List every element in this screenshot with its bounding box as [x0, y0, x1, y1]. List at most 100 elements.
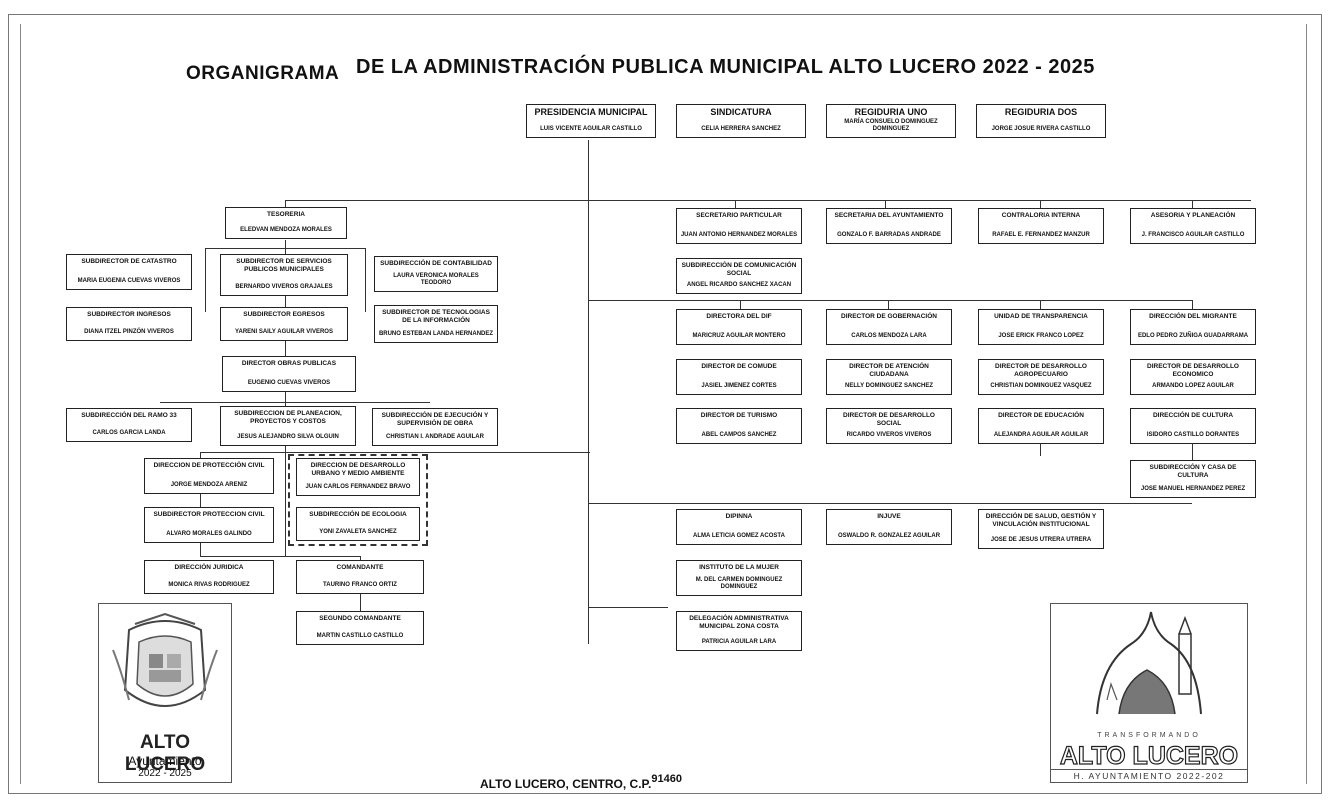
box-turismo: DIRECTOR DE TURISMO ABEL CAMPOS SANCHEZ: [676, 408, 802, 444]
box-name: MARÍA CONSUELO DOMINGUEZ DOMINGUEZ: [844, 119, 938, 132]
box-name: MARTIN CASTILLO CASTILLO: [316, 633, 404, 639]
box-name: ALVARO MORALES GALINDO: [166, 531, 252, 537]
box-head: DIRECTOR DE TURISMO: [700, 412, 778, 419]
box-head: SECRETARIO PARTICULAR: [696, 212, 782, 219]
box-regiduria-dos: REGIDURIA DOS JORGE JOSUE RIVERA CASTILL…: [976, 104, 1106, 138]
box-name: NELLY DOMINGUEZ SANCHEZ: [844, 383, 933, 389]
box-head: DIRECTOR DE ATENCIÓN CIUDADANA: [849, 363, 929, 378]
box-head: DIRECTOR DE GOBERNACIÓN: [841, 313, 937, 320]
box-head: DIRECTOR DE DESARROLLO ECONOMICO: [1147, 363, 1239, 378]
box-head: DIRECTOR DE DESARROLLO SOCIAL: [843, 412, 935, 427]
box-name: ALEJANDRA AGUILAR AGUILAR: [993, 432, 1089, 438]
frame-rule-right: [1306, 24, 1307, 784]
box-name: ARMANDO LOPEZ AGUILAR: [1152, 383, 1234, 389]
box-dif: DIRECTORA DEL DIF MARICRUZ AGUILAR MONTER…: [676, 309, 802, 345]
box-name: JORGE JOSUE RIVERA CASTILLO: [991, 126, 1091, 132]
title-prefix: ORGANIGRAMA: [186, 63, 340, 84]
box-head: SUBDIRECCIÓN DEL RAMO 33: [81, 412, 177, 419]
box-head: DIRECTOR DE EDUCACIÓN: [998, 412, 1084, 419]
box-head: DIRECCION DE PROTECCIÓN CIVIL: [153, 462, 265, 469]
box-regiduria-uno: REGIDURIA UNO MARÍA CONSUELO DOMINGUEZ D…: [826, 104, 956, 138]
logo-ayuntamiento-left: ALTO LUCERO Ayuntamiento 2022 - 2025: [98, 603, 232, 783]
box-name: EDLO PEDRO ZUÑIGA GUADARRAMA: [1137, 333, 1249, 339]
logo-left-name: ALTO LUCERO: [124, 732, 206, 775]
box-transparencia: UNIDAD DE TRANSPARENCIA JOSE ERICK FRANCO…: [978, 309, 1104, 345]
footer-address: ALTO LUCERO, CENTRO, C.P.91460: [480, 773, 682, 791]
box-head: SUBDIRECTOR DE CATASTRO: [81, 258, 177, 265]
box-name: BRUNO ESTEBAN LANDA HERNANDEZ: [378, 331, 494, 337]
box-name: JOSE ERICK FRANCO LOPEZ: [998, 333, 1084, 339]
box-head: CONTRALORIA INTERNA: [1001, 212, 1081, 219]
box-head: SUBDIRECCIÓN DE ECOLOGIA: [309, 511, 407, 518]
box-name: JOSE DE JESUS UTRERA UTRERA: [990, 537, 1092, 543]
box-name: ANGEL RICARDO SANCHEZ XACAN: [686, 282, 792, 288]
box-head: SUBDIRECTOR DE SERVICIOS PUBLICOS MUNICI…: [236, 258, 332, 273]
box-ejecucion-obra: SUBDIRECCIÓN DE EJECUCIÓN Y SUPERVISIÓN …: [372, 408, 498, 446]
box-head: SUBDIRECCION DE PLANEACION, PROYECTOS Y …: [234, 410, 342, 425]
box-head: UNIDAD DE TRANSPARENCIA: [994, 313, 1088, 320]
box-head: DIRECCIÓN DEL MIGRANTE: [1149, 313, 1237, 320]
box-head: SUBDIRECTOR EGRESOS: [243, 311, 325, 318]
box-atencion-ciudadana: DIRECTOR DE ATENCIÓN CIUDADANA NELLY DOMI…: [826, 359, 952, 395]
box-head: DIPINNA: [725, 513, 753, 520]
box-head: DIRECCIÓN DE SALUD, GESTIÓN Y VINCULACIÓ…: [985, 513, 1097, 528]
box-head: SUBDIRECTOR DE TECNOLOGIAS DE LA INFORMA…: [382, 309, 490, 324]
coat-of-arms-icon: [112, 612, 218, 707]
box-subproteccion-civil: SUBDIRECTOR PROTECCION CIVIL ALVARO MORAL…: [144, 507, 274, 543]
box-servicios-publicos: SUBDIRECTOR DE SERVICIOS PUBLICOS MUNICI…: [220, 254, 348, 296]
box-name: DIANA ITZEL PINZÓN VIVEROS: [84, 329, 174, 335]
box-name: ABEL CAMPOS SANCHEZ: [701, 432, 777, 438]
box-desarrollo-urbano: DIRECCION DE DESARROLLO URBANO Y MEDIO A…: [296, 458, 420, 496]
dashed-group: [288, 454, 428, 546]
box-head: DIRECCIÓN DE CULTURA: [1152, 412, 1234, 419]
box-egresos: SUBDIRECTOR EGRESOS YARENI SAILY AGUILAR …: [220, 307, 348, 341]
box-casa-cultura: SUBDIRECCIÓN Y CASA DE CULTURA JOSE MANUE…: [1130, 460, 1256, 498]
box-name: CARLOS MENDOZA LARA: [851, 333, 927, 339]
box-name: YONI ZAVALETA SANCHEZ: [319, 529, 397, 535]
box-name: JOSE MANUEL HERNANDEZ PEREZ: [1140, 486, 1246, 492]
box-name: ISIDORO CASTILLO DORANTES: [1146, 432, 1240, 438]
box-comandante: COMANDANTE TAURINO FRANCO ORTIZ: [296, 560, 424, 594]
box-head: ASESORIA Y PLANEACIÓN: [1150, 212, 1236, 219]
box-sindicatura: SINDICATURA CELIA HERRERA SANCHEZ: [676, 104, 806, 138]
box-head: SUBDIRECTOR PROTECCION CIVIL: [153, 511, 265, 518]
box-head: REGIDURIA UNO: [854, 107, 928, 117]
box-gobernacion: DIRECTOR DE GOBERNACIÓN CARLOS MENDOZA LA…: [826, 309, 952, 345]
page-frame: [8, 14, 1322, 794]
box-head: COMANDANTE: [336, 564, 384, 571]
box-name: ELEDVAN MENDOZA MORALES: [240, 227, 332, 233]
box-head: DIRECCION DE DESARROLLO URBANO Y MEDIO A…: [310, 462, 406, 477]
box-ecologia: SUBDIRECCIÓN DE ECOLOGIA YONI ZAVALETA SA…: [296, 507, 420, 541]
logo-right-name: ALTO LUCERO: [1059, 741, 1239, 770]
box-name: LAURA VERONICA MORALES TEODORO: [393, 273, 479, 286]
box-name: JORGE MENDOZA ARENIZ: [170, 482, 248, 488]
box-head: SUBDIRECCIÓN DE EJECUCIÓN Y SUPERVISIÓN …: [381, 412, 489, 427]
box-planeacion-proyectos: SUBDIRECCION DE PLANEACION, PROYECTOS Y …: [220, 406, 356, 446]
box-migrante: DIRECCIÓN DEL MIGRANTE EDLO PEDRO ZUÑIGA …: [1130, 309, 1256, 345]
box-head: DIRECTORA DEL DIF: [706, 313, 772, 320]
box-name: PATRICIA AGUILAR LARA: [701, 639, 777, 645]
box-head: SUBDIRECCIÓN Y CASA DE CULTURA: [1149, 464, 1237, 479]
box-name: MARIA EUGENIA CUEVAS VIVEROS: [77, 278, 181, 284]
box-name: TAURINO FRANCO ORTIZ: [323, 582, 397, 588]
box-name: EUGENIO CUEVAS VIVEROS: [247, 380, 331, 386]
box-name: JESUS ALEJANDRO SILVA OLGUIN: [237, 434, 339, 440]
logo-left-years: 2022 - 2025: [138, 768, 192, 779]
footer-text: ALTO LUCERO, CENTRO, C.P.: [480, 777, 652, 791]
box-economico: DIRECTOR DE DESARROLLO ECONOMICO ARMANDO …: [1130, 359, 1256, 395]
box-name: YARENI SAILY AGUILAR VIVEROS: [235, 329, 333, 335]
box-name: MARICRUZ AGUILAR MONTERO: [692, 333, 786, 339]
box-head: INSTITUTO DE LA MUJER: [699, 564, 779, 571]
box-head: REGIDURIA DOS: [1004, 107, 1078, 117]
box-salud: DIRECCIÓN DE SALUD, GESTIÓN Y VINCULACIÓ…: [978, 509, 1104, 549]
